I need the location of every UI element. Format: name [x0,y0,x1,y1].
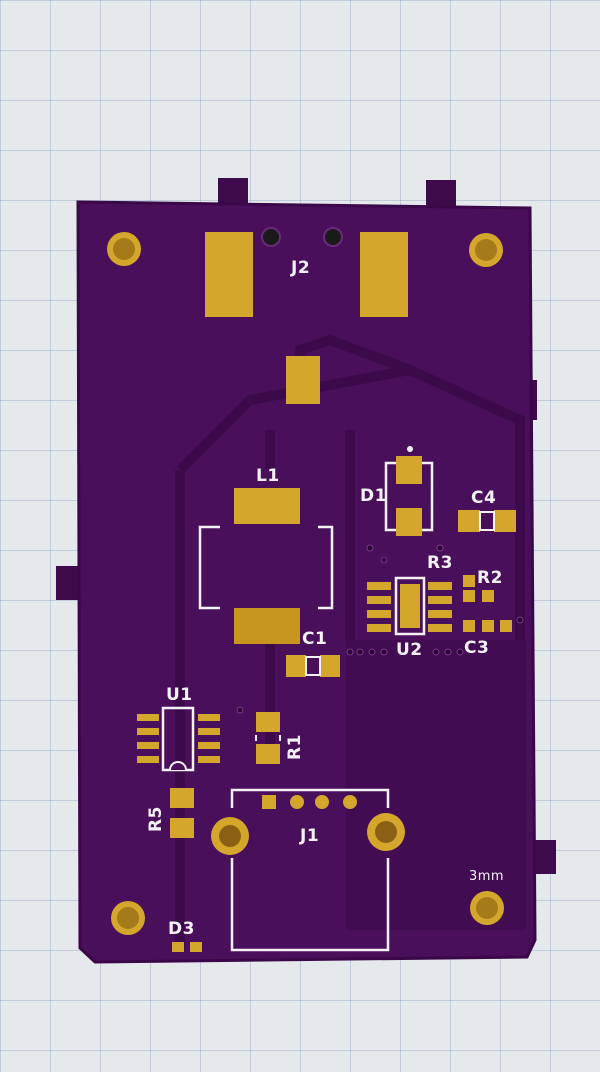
top-pad [286,356,320,404]
c4-capacitor [458,510,516,532]
label-u1: U1 [166,685,193,705]
label-r2: R2 [477,568,503,588]
label-c1: C1 [302,629,328,649]
label-r5: R5 [146,806,166,832]
r5-resistor [170,788,194,838]
label-d1: D1 [360,486,387,506]
mounting-holes [107,232,504,935]
label-j1: J1 [300,826,320,846]
vias [236,544,524,714]
label-d3: D3 [168,919,195,939]
u2-ic [367,576,452,636]
label-c4: C4 [471,488,497,508]
label-3mm: 3mm [469,869,505,884]
label-r3: R3 [427,553,453,573]
label-j2: J2 [291,258,311,278]
d3-led [172,942,202,952]
c1-capacitor [286,655,340,677]
label-u2: U2 [396,640,423,660]
label-c3: C3 [464,638,490,658]
l1-inductor [198,488,334,644]
j1-connector [211,788,405,952]
label-l1: L1 [256,466,280,486]
copper-pour [346,640,526,930]
label-r1: R1 [285,734,305,760]
r1-resistor [255,712,281,764]
d1-diode [384,446,434,536]
u1-ic [137,706,220,772]
j2-connector [205,227,408,317]
small-passives [463,575,512,632]
